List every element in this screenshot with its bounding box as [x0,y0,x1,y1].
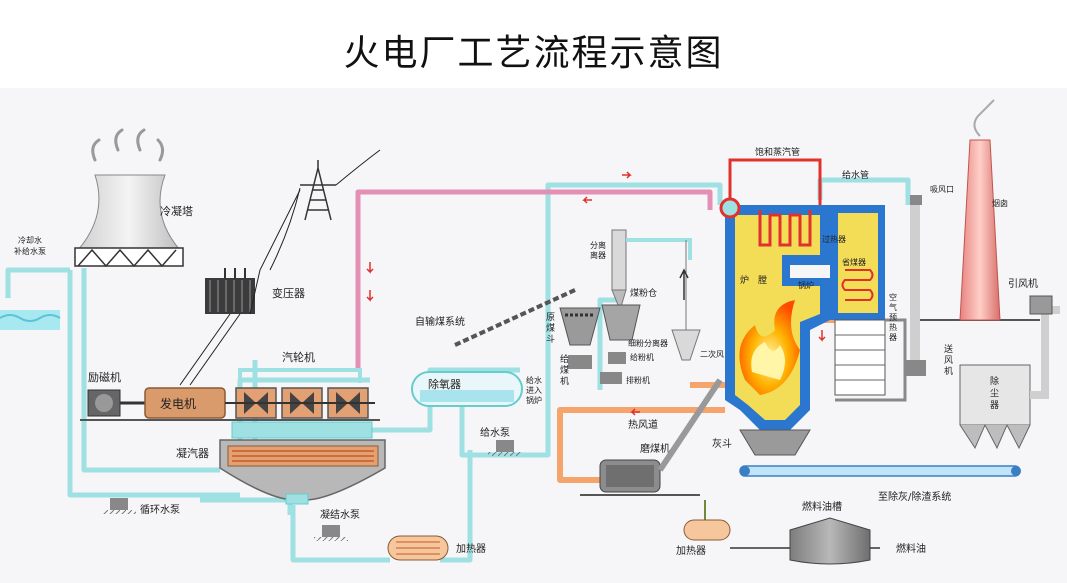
feedwater-in-2: 进入 [526,386,542,395]
fuel-tank-label: 燃料油槽 [802,500,842,513]
feeder-3: 机 [560,375,569,387]
fuel-oil-system: 加热器 燃料油槽 燃料油 [676,500,926,565]
air-preheater: 空 气 预 热 器 [834,292,907,402]
raw-coal-3: 斗 [546,334,555,345]
ash-removal-label: 至除灰/除渣系统 [878,490,951,503]
steam-plume [91,128,165,162]
coal-conveyor: 自输煤系统 [415,288,576,347]
raw-coal-2: 煤 [546,322,555,334]
hot-air-duct-label: 热风道 [628,418,658,431]
flow-arrows [366,171,826,416]
forced-draft-fan: 吸风口 送 风 机 [906,185,954,377]
auto-coal-label: 自输煤系统 [415,315,465,328]
pc-feeder-label: 给粉机 [630,352,654,362]
ash-conveyor: 至除灰/除渣系统 [739,465,1021,503]
exciter: 励磁机 [87,370,121,417]
fuel-oil-label: 燃料油 [896,542,926,555]
aph-3: 预 [889,312,897,322]
condenser-label: 凝汽器 [176,446,209,460]
generator-label: 发电机 [160,396,196,411]
induced-draft-fan: 引风机 [1008,277,1053,315]
steam-pipes [355,189,713,370]
chimney: 烟囱 [959,99,1008,321]
id-fan-label: 引风机 [1008,277,1038,290]
separator-1: 分离 [590,240,606,250]
makeup-water-label-2: 补给水泵 [14,246,46,256]
condensate-pump: 凝结水泵 [314,508,360,541]
deaerator: 除氧器 给水 进入 锅炉 [411,371,542,407]
pulverized-coal-bin: 煤粉仓 [601,287,657,341]
furnace-2: 膛 [758,274,767,286]
cooling-tower-label: 冷凝塔 [160,204,193,218]
secondary-air-label: 二次风 [700,349,724,359]
makeup-water-label-1: 冷却水 [18,235,42,245]
cooling-tower: 冷凝塔 冷却水 补给水泵 [0,128,193,330]
process-flow-diagram: 冷凝塔 冷却水 补给水泵 变压器 励磁机 发电机 汽轮机 [0,99,1060,565]
turbine-label: 汽轮机 [282,350,315,364]
separator-2: 离器 [590,250,606,260]
condenser: 凝汽器 [176,421,386,505]
fine-separator: 细粉分离器 给粉机 排粉机 [600,338,668,385]
deaerator-label: 除氧器 [428,377,461,391]
dust-2: 尘 [990,388,999,399]
mill-label: 磨煤机 [640,442,670,455]
turbine: 汽轮机 [225,350,375,419]
boiler: 饱和蒸汽管 过热器 给水管 省煤器 炉 膛 锅炉 灰斗 [712,146,885,456]
feed-pump: 给水泵 [480,426,522,456]
generator: 发电机 [120,387,226,419]
boiler-label: 锅炉 [798,280,814,290]
exhauster-label: 排粉机 [626,375,650,385]
chimney-label: 烟囱 [992,198,1008,208]
aph-4: 热 [889,322,897,332]
transmission-tower [269,149,381,271]
cyclone: 二次风 [671,240,724,361]
diagram-panel: 冷凝塔 冷却水 补给水泵 变压器 励磁机 发电机 汽轮机 [0,88,1067,583]
fd-fan-1: 送 [944,343,953,355]
feeder-1: 给 [560,353,569,365]
feedwater-in-1: 给水 [526,375,542,385]
aph-5: 器 [889,333,897,342]
coal-mill: 磨煤机 [599,378,723,493]
fine-separator-label: 细粉分离器 [628,338,668,348]
dust-collector: 除 尘 器 [959,306,1060,450]
economizer-label: 省煤器 [842,257,866,267]
superheater-label: 过热器 [822,234,846,244]
transformer-label: 变压器 [272,286,305,300]
condensate-pump-label: 凝结水泵 [320,508,360,521]
heater-low-label: 加热器 [456,542,486,555]
transformer: 变压器 [179,189,305,386]
feed-pump-label: 给水泵 [480,426,510,439]
sat-steam-label: 饱和蒸汽管 [755,146,800,158]
circulation-pump: 循环水泵 [102,498,180,516]
raw-coal-hopper: 原 煤 斗 [546,307,601,346]
dust-1: 除 [990,375,999,387]
furnace-1: 炉 [740,274,749,286]
pc-bin-label: 煤粉仓 [630,287,657,299]
coal-feeder: 给 煤 机 [560,353,592,387]
fd-fan-3: 机 [944,365,953,377]
ash-hopper-label: 灰斗 [712,437,732,450]
circ-pump-label: 循环水泵 [140,503,180,516]
cooling-water-lower [200,497,293,515]
diagram-title: 火电厂工艺流程示意图 [343,33,724,74]
aph-1: 空 [889,292,897,302]
fd-fan-2: 风 [944,355,953,366]
raw-coal-1: 原 [546,312,555,323]
feeder-2: 煤 [560,364,569,376]
feedwater-pipe-label: 给水管 [842,169,869,181]
dust-3: 器 [990,400,999,411]
low-pressure-heater: 加热器 [387,535,486,561]
aph-2: 气 [889,302,897,312]
draft-port-label: 吸风口 [930,185,954,194]
heater-oil-label: 加热器 [676,544,706,557]
separator: 分离 离器 [590,229,692,312]
feedwater-in-3: 锅炉 [526,395,542,405]
exciter-label: 励磁机 [88,370,121,384]
